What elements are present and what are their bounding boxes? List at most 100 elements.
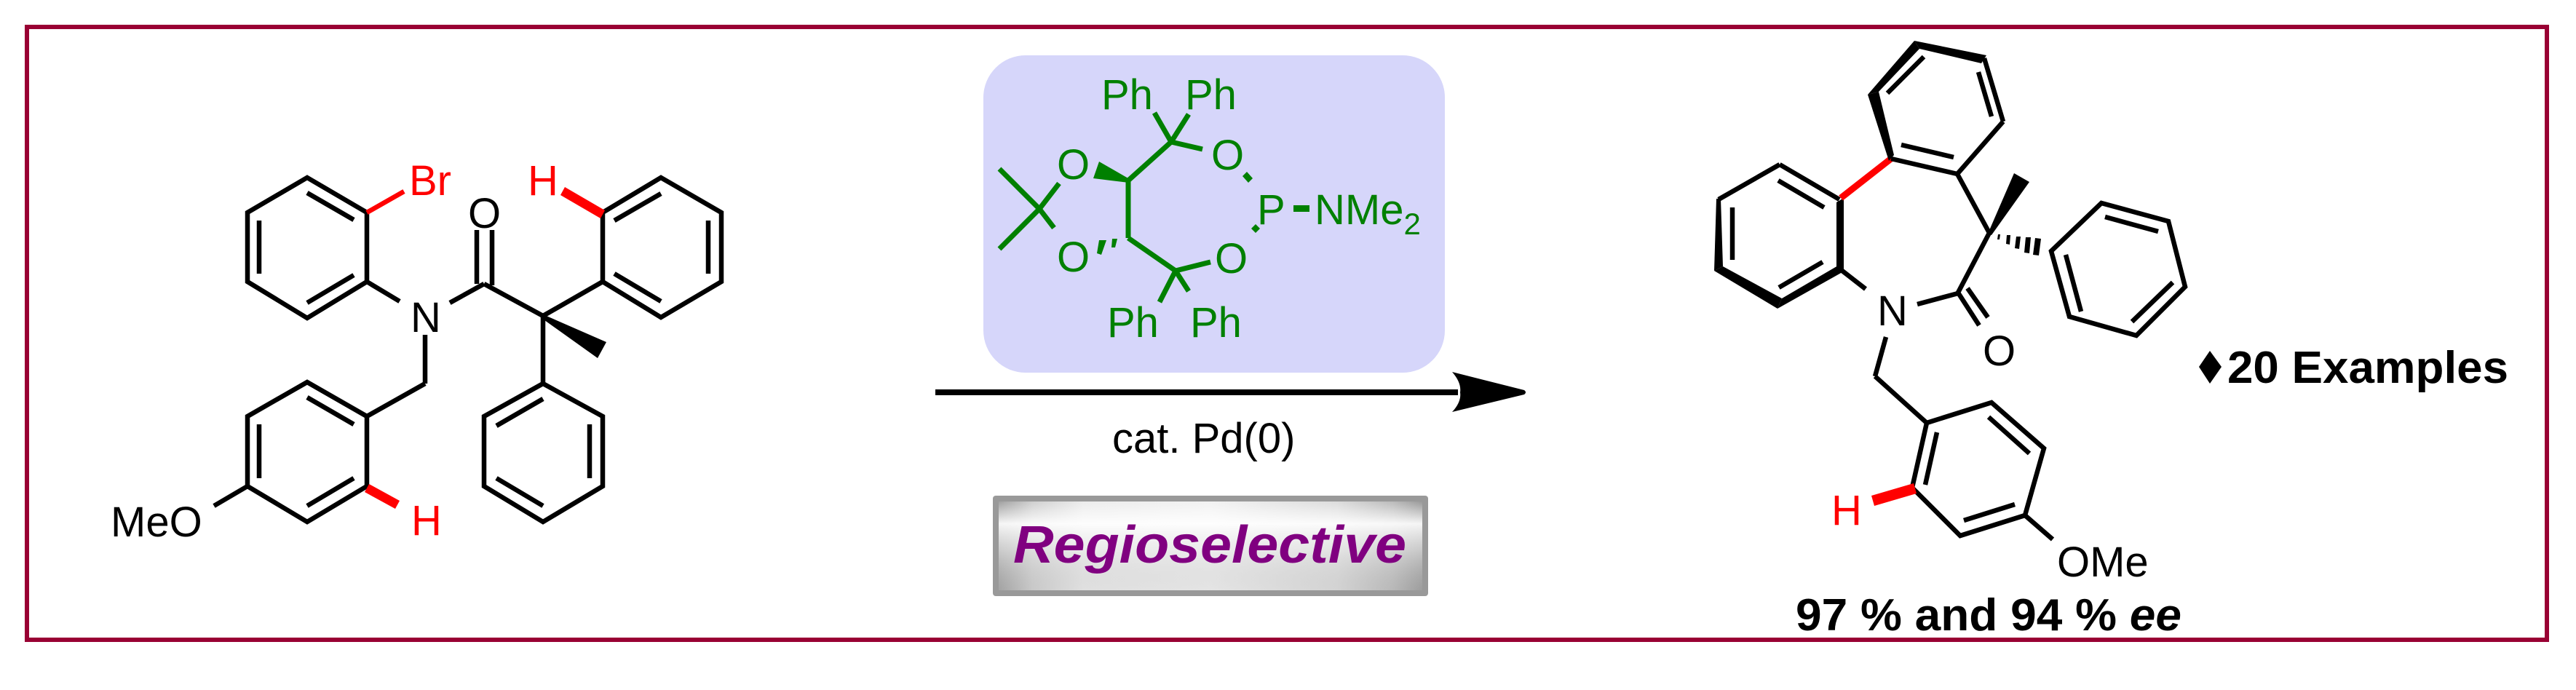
phenyl-ring bbox=[481, 381, 606, 525]
double-bond-inner bbox=[306, 395, 355, 427]
nitrogen-label: N bbox=[1877, 288, 1908, 335]
carbonyl-double-bond-b bbox=[1965, 287, 1990, 319]
oxygen-label: O bbox=[1211, 132, 1244, 179]
ph-bond bbox=[1157, 269, 1178, 304]
aryl-o-bond bbox=[2023, 513, 2055, 542]
double-bond-inner bbox=[1922, 432, 1940, 485]
ring-bond bbox=[1890, 156, 1958, 177]
chiral-ligand: O O Ph Ph O Ph Ph O P NMe2 bbox=[983, 55, 1445, 373]
carbonyl-quaternary-bond bbox=[483, 282, 544, 318]
bold-ring-bond bbox=[1778, 266, 1842, 309]
bold-ring-bond bbox=[1714, 266, 1782, 309]
bromine-label: Br bbox=[409, 157, 451, 205]
methoxy-label: OMe bbox=[2057, 539, 2149, 586]
quaternary-aryl-bond bbox=[542, 279, 604, 318]
new-cc-bond bbox=[1839, 156, 1893, 201]
ring-bond bbox=[1956, 231, 1992, 294]
bold-ring-bond bbox=[1914, 41, 1986, 63]
ring-bond bbox=[1955, 119, 2005, 176]
badge-label: Regioselective bbox=[1013, 516, 1406, 574]
methyl-wedge bbox=[542, 314, 606, 358]
phenyl-label: Ph bbox=[1185, 71, 1237, 119]
oxygen-label: O bbox=[468, 190, 501, 237]
condition-label: cat. Pd(0) bbox=[1112, 415, 1295, 462]
stereo-hash bbox=[1111, 239, 1117, 247]
double-bond-inner bbox=[1975, 71, 1994, 117]
double-bond-inner bbox=[2104, 214, 2159, 234]
acetonide-o-bond bbox=[1037, 207, 1056, 230]
product-molecule: O N H OMe 97 % and 94 % ee bbox=[1714, 41, 2188, 641]
double-bond-inner bbox=[1901, 142, 1954, 160]
yield-ee-label: 97 % and 94 % ee bbox=[1796, 590, 2181, 641]
phenyl-hash bbox=[1997, 234, 2041, 255]
double-bond-inner bbox=[1777, 178, 1826, 210]
acetonide-o-bond bbox=[1037, 181, 1061, 211]
ring-bond bbox=[1778, 162, 1841, 202]
badge-shine bbox=[999, 501, 1422, 590]
double-bond-inner bbox=[1885, 55, 1926, 95]
o-p-dash bbox=[1251, 224, 1260, 233]
diamond-icon bbox=[2199, 351, 2222, 384]
methoxy-label: MeO bbox=[111, 499, 202, 546]
arrow-head bbox=[1452, 372, 1526, 412]
double-bond-inner bbox=[613, 271, 662, 304]
aryl-n-bond bbox=[365, 279, 401, 304]
backbone-bond bbox=[1127, 236, 1177, 273]
c-o-bond bbox=[1170, 139, 1203, 152]
ee-italic: ee bbox=[2130, 590, 2181, 641]
oxygen-label: O bbox=[1983, 328, 2016, 375]
bold-ring-bond bbox=[1868, 41, 1919, 95]
stereo-wedge bbox=[1093, 162, 1129, 183]
carbonyl-double-bond-a bbox=[1956, 291, 1981, 327]
ch-highlight-bond bbox=[560, 187, 605, 218]
arrow-shaft bbox=[935, 389, 1458, 395]
double-bond-inner bbox=[495, 397, 544, 428]
regioselective-badge: Regioselective bbox=[993, 496, 1428, 596]
p-n-bond bbox=[1293, 205, 1309, 212]
ring-bond bbox=[1955, 172, 1992, 234]
ph-bond bbox=[1152, 111, 1174, 143]
ph-bond bbox=[1173, 269, 1191, 293]
o-p-dash bbox=[1243, 172, 1253, 183]
hydrogen-label-top: H bbox=[528, 157, 558, 205]
ch-highlight-bond bbox=[1871, 483, 1917, 506]
double-bond-inner bbox=[306, 191, 355, 222]
acetonide-methyl-bond bbox=[997, 207, 1042, 251]
examples-label: 20 Examples bbox=[2227, 343, 2508, 393]
phenyl-label: Ph bbox=[1107, 299, 1159, 346]
ch-highlight-bond bbox=[365, 484, 400, 509]
double-bond-inner bbox=[1963, 501, 2016, 523]
hydrogen-label: H bbox=[1831, 487, 1862, 534]
oxygen-label: O bbox=[1057, 141, 1090, 189]
n-carbonyl-bond bbox=[448, 282, 486, 305]
double-bond-inner bbox=[2130, 280, 2175, 324]
ch2-aryl-bond bbox=[1873, 374, 1929, 425]
bromoaryl-ring bbox=[245, 175, 370, 321]
phenyl-label: Ph bbox=[1101, 71, 1153, 119]
aryl-o-bond bbox=[213, 484, 249, 508]
phosphorus-label: P bbox=[1257, 186, 1285, 234]
ring-bond bbox=[1981, 58, 2006, 122]
methyl-wedge bbox=[1988, 173, 2029, 235]
scope-note: 20 Examples bbox=[2199, 343, 2508, 393]
subscript-2: 2 bbox=[1403, 207, 1420, 241]
oxygen-label: O bbox=[1057, 234, 1090, 281]
nitrogen-label: N bbox=[411, 294, 441, 341]
bold-ring-bond bbox=[1836, 198, 1844, 270]
acetonide-methyl-bond bbox=[997, 167, 1042, 211]
double-bond-inner bbox=[1986, 415, 2032, 456]
aryl-n-bond bbox=[1838, 266, 1867, 291]
pmb-ring bbox=[245, 379, 370, 525]
hydrogen-label-bottom: H bbox=[411, 497, 442, 544]
oxygen-label: O bbox=[1215, 235, 1248, 282]
ph-bond bbox=[1169, 113, 1191, 143]
aryl-ring-ch bbox=[600, 175, 724, 320]
double-bond-inner bbox=[495, 476, 544, 508]
n-ch2-bond bbox=[1872, 336, 1889, 377]
double-bond-inner bbox=[306, 273, 355, 305]
stereo-hash bbox=[1097, 240, 1106, 255]
ligand-box bbox=[983, 55, 1445, 373]
ch2-aryl-bond bbox=[365, 381, 427, 419]
ring-bond bbox=[1717, 162, 1781, 202]
